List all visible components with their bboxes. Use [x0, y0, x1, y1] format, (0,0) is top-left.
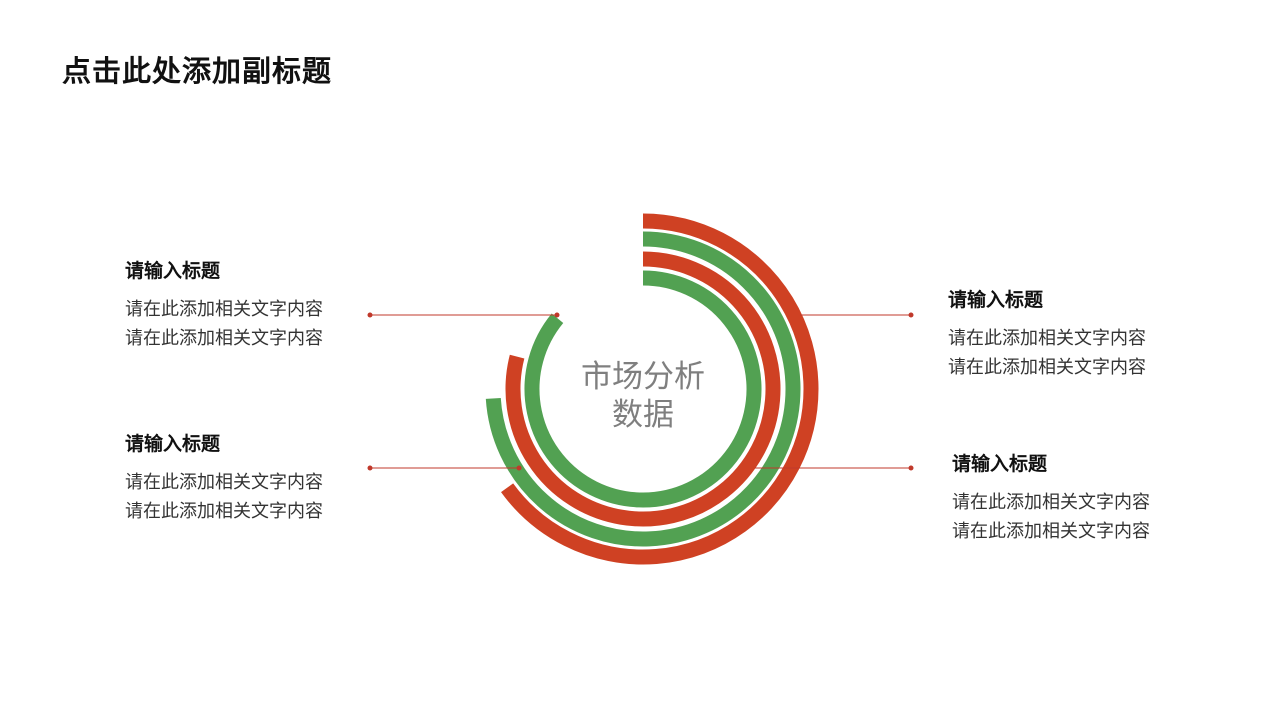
block-text: 请在此添加相关文字内容 — [952, 492, 1150, 513]
text-block-bottom-left: 请输入标题 请在此添加相关文字内容 请在此添加相关文字内容 — [125, 429, 385, 526]
text-block-top-right: 请输入标题 请在此添加相关文字内容 请在此添加相关文字内容 — [948, 285, 1208, 382]
text-block-top-left: 请输入标题 请在此添加相关文字内容 请在此添加相关文字内容 — [125, 256, 385, 353]
ring-arc-2 — [485, 231, 801, 547]
connector-dot — [367, 465, 373, 471]
ring-arc-3 — [505, 251, 781, 527]
slide-title: 点击此处添加副标题 — [62, 54, 333, 88]
block-text: 请在此添加相关文字内容 — [948, 328, 1146, 349]
text-block-bottom-right: 请输入标题 请在此添加相关文字内容 请在此添加相关文字内容 — [952, 449, 1212, 546]
block-text: 请在此添加相关文字内容 — [125, 472, 323, 493]
block-heading: 请输入标题 — [952, 453, 1048, 475]
connector-dot — [908, 312, 914, 318]
connector-dot — [554, 312, 560, 318]
block-text: 请在此添加相关文字内容 — [125, 328, 323, 349]
center-label: 市场分析 数据 — [563, 358, 723, 434]
ring-arc-4 — [524, 270, 762, 508]
connector-dot — [908, 465, 914, 471]
block-text: 请在此添加相关文字内容 — [125, 299, 323, 320]
center-label-line-2: 数据 — [612, 397, 674, 433]
block-heading: 请输入标题 — [125, 433, 221, 455]
connector-lines — [367, 312, 914, 471]
block-heading: 请输入标题 — [125, 260, 221, 282]
block-text: 请在此添加相关文字内容 — [948, 357, 1146, 378]
connector-dot — [367, 312, 373, 318]
block-text: 请在此添加相关文字内容 — [952, 521, 1150, 542]
ring-arc-1 — [501, 213, 819, 565]
center-label-line-1: 市场分析 — [581, 359, 705, 395]
block-text: 请在此添加相关文字内容 — [125, 501, 323, 522]
connector-dot — [516, 465, 522, 471]
block-heading: 请输入标题 — [948, 289, 1044, 311]
